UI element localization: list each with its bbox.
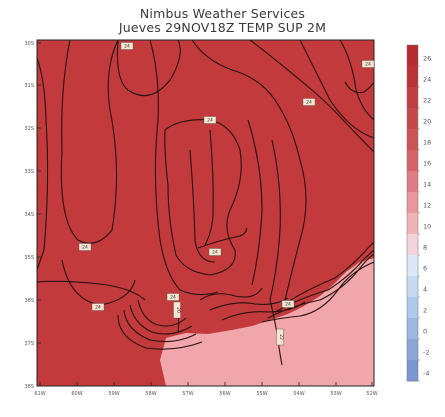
lon-tick-label: 56W	[219, 391, 230, 397]
contour-label: 24	[306, 100, 312, 106]
contour-label: 24	[207, 118, 213, 124]
colorbar-label: 12	[423, 202, 431, 210]
colorbar-label: 0	[423, 328, 427, 336]
colorbar-segment	[407, 192, 418, 214]
colorbar-label: 24	[423, 76, 431, 84]
colorbar-segment	[407, 276, 418, 298]
colorbar-segment	[407, 66, 418, 88]
lat-tick-label: 37S	[24, 341, 34, 347]
contour-label: 24	[285, 302, 291, 308]
contour-label-box	[91, 303, 105, 311]
longitude-axis: 61W 60W 59W 58W 57W 56W 55W 54W 53W 52W	[34, 382, 378, 397]
colorbar-label: 16	[423, 160, 431, 168]
contour-label: 24	[82, 245, 88, 251]
contour-label-box	[281, 300, 295, 308]
contour-labels: 24 24 24 24 24 24 24 24 24 20 22	[78, 42, 375, 346]
lat-tick-label: 32S	[24, 126, 34, 132]
contour-label-box	[203, 116, 217, 124]
lon-tick-label: 54W	[293, 391, 304, 397]
latitude-axis: 30S 31S 32S 33S 34S 35S 36S 37S 38S	[24, 41, 41, 390]
colorbar-segment	[407, 213, 418, 235]
lat-tick-label: 34S	[24, 212, 34, 218]
contour-label: 24	[170, 295, 176, 301]
lat-tick-label: 31S	[24, 83, 34, 89]
lon-tick-label: 57W	[182, 391, 193, 397]
contour-label-box	[302, 98, 316, 106]
map-frame	[36, 39, 375, 387]
sea-area	[160, 258, 374, 386]
contour-label: 24	[95, 305, 101, 311]
colorbar-label: 14	[423, 181, 431, 189]
colorbar-label: 4	[423, 286, 427, 294]
colorbar-segment	[407, 339, 418, 361]
contour-label-box	[78, 243, 92, 251]
contour-label: 24	[212, 250, 218, 256]
colorbar-label: 22	[423, 97, 431, 105]
contour-label: 24	[365, 62, 371, 68]
colorbar-segment	[407, 129, 418, 151]
lon-tick-label: 55W	[256, 391, 267, 397]
contour-label-box	[208, 248, 222, 256]
contour-label-box	[166, 293, 180, 301]
colorbar-label: 18	[423, 139, 431, 147]
lon-tick-label: 59W	[108, 391, 119, 397]
lat-tick-label: 30S	[24, 41, 34, 47]
colorbar-segment	[407, 318, 418, 340]
lon-tick-label: 60W	[71, 391, 82, 397]
colorbar-segment	[407, 150, 418, 172]
contour-label: 24	[124, 44, 130, 50]
colorbar-segment	[407, 360, 418, 382]
lat-tick-label: 36S	[24, 298, 34, 304]
map-subtitle: Jueves 29NOV18Z TEMP SUP 2M	[118, 20, 327, 35]
contour-label-box	[276, 328, 284, 346]
contour-label-box	[120, 42, 134, 50]
colorbar-segment	[407, 108, 418, 130]
lon-tick-label: 58W	[145, 391, 156, 397]
contour-label: 20	[175, 307, 181, 313]
colorbar-label: 2	[423, 307, 427, 315]
colorbar-segment	[407, 87, 418, 109]
contour-label: 22	[278, 334, 284, 340]
lon-tick-label: 61W	[34, 391, 45, 397]
contour-label-box	[173, 301, 181, 319]
lat-tick-label: 33S	[24, 169, 34, 175]
colorbar-segment	[407, 255, 418, 277]
colorbar-label: 6	[423, 265, 427, 273]
colorbar-label: 8	[423, 244, 427, 252]
colorbar-label: -4	[423, 370, 429, 378]
lon-tick-label: 52W	[366, 391, 377, 397]
contour-label-box	[361, 60, 375, 68]
colorbar-label: 20	[423, 118, 431, 126]
colorbar-label: 26	[423, 55, 431, 63]
colorbar-segment	[407, 234, 418, 256]
lon-tick-label: 53W	[330, 391, 341, 397]
colorbar-segment	[407, 171, 418, 193]
colorbar-label: 10	[423, 223, 431, 231]
lat-tick-label: 35S	[24, 255, 34, 261]
colorbar-label: -2	[423, 349, 429, 357]
colorbar-segment	[407, 297, 418, 319]
map-title: Nimbus Weather Services	[139, 6, 306, 21]
isotherm-lines	[37, 40, 374, 366]
colorbar-segment	[407, 45, 418, 67]
lat-tick-label: 38S	[24, 384, 34, 390]
